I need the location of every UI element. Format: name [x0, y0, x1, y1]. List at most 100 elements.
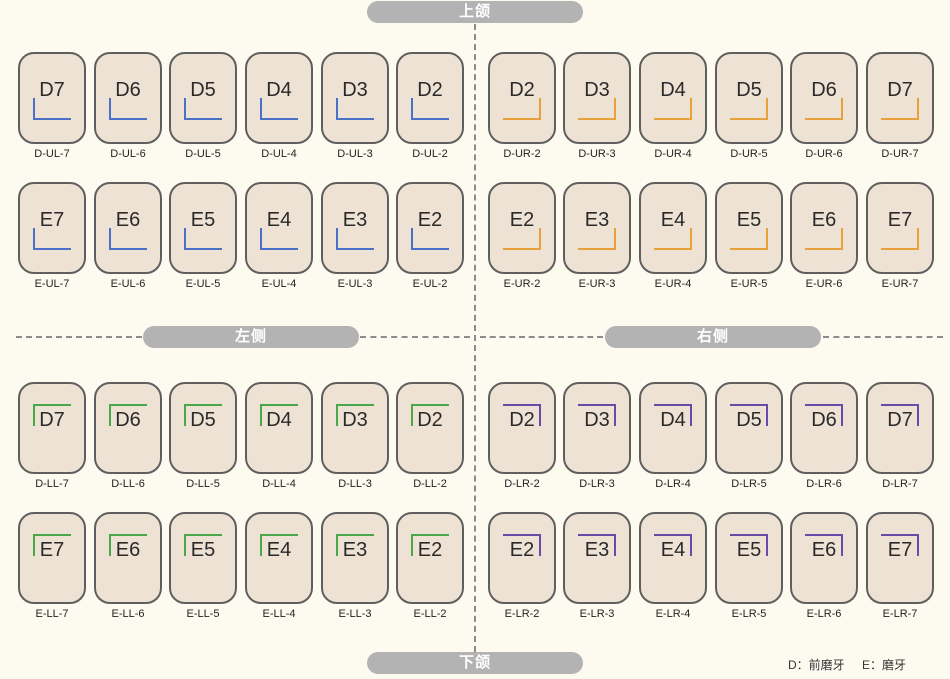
tooth-label: E4: [266, 539, 292, 561]
bracket-mark: [109, 404, 147, 426]
tooth-d-ur-6[interactable]: D6: [790, 52, 858, 144]
tooth-caption: E-UL-7: [34, 278, 70, 290]
tooth-caption: D-LL-3: [338, 478, 372, 490]
tooth-caption: D-LL-2: [413, 478, 447, 490]
tooth-e-ul-2[interactable]: E2: [396, 182, 464, 274]
tooth-label: E3: [584, 539, 610, 561]
vertical-divider: [474, 24, 476, 652]
tooth-e-ul-6[interactable]: E6: [94, 182, 162, 274]
tooth-e-ul-7[interactable]: E7: [18, 182, 86, 274]
tooth-d-lr-7[interactable]: D7: [866, 382, 934, 474]
tooth-d-ll-7[interactable]: D7: [18, 382, 86, 474]
tooth-e-ul-4[interactable]: E4: [245, 182, 313, 274]
tooth-caption: D-LR-5: [731, 478, 767, 490]
tooth-e-ll-7[interactable]: E7: [18, 512, 86, 604]
tooth-d-ul-7[interactable]: D7: [18, 52, 86, 144]
tooth-e-lr-4[interactable]: E4: [639, 512, 707, 604]
tooth-e-ur-4[interactable]: E4: [639, 182, 707, 274]
tooth-caption: D-UR-6: [805, 148, 843, 160]
bracket-mark: [260, 534, 298, 556]
tooth-caption: D-LR-6: [806, 478, 842, 490]
horizontal-divider-right-b: [823, 336, 943, 338]
tooth-caption: D-UL-3: [337, 148, 373, 160]
tooth-e-ur-3[interactable]: E3: [563, 182, 631, 274]
tooth-label: D5: [190, 79, 216, 101]
tooth-d-lr-3[interactable]: D3: [563, 382, 631, 474]
tooth-d-lr-4[interactable]: D4: [639, 382, 707, 474]
tooth-caption: E-UR-7: [881, 278, 919, 290]
tooth-e-lr-3[interactable]: E3: [563, 512, 631, 604]
tooth-d-ll-3[interactable]: D3: [321, 382, 389, 474]
tooth-caption: E-LR-2: [504, 608, 540, 620]
tooth-caption: E-UR-6: [805, 278, 843, 290]
tooth-d-ul-6[interactable]: D6: [94, 52, 162, 144]
tooth-label: E3: [342, 209, 368, 231]
bracket-mark: [184, 98, 222, 120]
tooth-label: D6: [115, 79, 141, 101]
bracket-mark: [33, 404, 71, 426]
horizontal-divider-left-a: [16, 336, 142, 338]
tooth-label: D2: [509, 409, 535, 431]
tooth-e-ll-5[interactable]: E5: [169, 512, 237, 604]
tooth-caption: E-UL-4: [261, 278, 297, 290]
tooth-caption: D-LL-7: [35, 478, 69, 490]
tooth-e-ur-6[interactable]: E6: [790, 182, 858, 274]
tooth-caption: E-UL-2: [412, 278, 448, 290]
tooth-e-ll-6[interactable]: E6: [94, 512, 162, 604]
tooth-caption: E-LL-7: [35, 608, 69, 620]
tooth-label: E7: [39, 209, 65, 231]
tooth-d-ur-7[interactable]: D7: [866, 52, 934, 144]
bracket-mark: [654, 228, 692, 250]
bracket-mark: [33, 98, 71, 120]
tooth-d-ll-4[interactable]: D4: [245, 382, 313, 474]
tooth-d-ll-2[interactable]: D2: [396, 382, 464, 474]
tooth-d-ul-4[interactable]: D4: [245, 52, 313, 144]
tooth-e-ur-7[interactable]: E7: [866, 182, 934, 274]
tooth-label: D7: [887, 409, 913, 431]
tooth-d-ul-2[interactable]: D2: [396, 52, 464, 144]
tooth-caption: E-LR-4: [655, 608, 691, 620]
tooth-e-lr-6[interactable]: E6: [790, 512, 858, 604]
tooth-label: D2: [509, 79, 535, 101]
bracket-mark: [881, 404, 919, 426]
tooth-label: E2: [509, 209, 535, 231]
tooth-label: E5: [190, 209, 216, 231]
tooth-label: E5: [736, 209, 762, 231]
tooth-label: D3: [342, 409, 368, 431]
tooth-caption: E-UR-5: [730, 278, 768, 290]
tooth-d-ur-3[interactable]: D3: [563, 52, 631, 144]
tooth-d-ul-5[interactable]: D5: [169, 52, 237, 144]
tooth-label: E4: [266, 209, 292, 231]
tooth-d-lr-5[interactable]: D5: [715, 382, 783, 474]
tooth-e-lr-7[interactable]: E7: [866, 512, 934, 604]
tooth-label: D4: [266, 409, 292, 431]
tooth-e-ur-2[interactable]: E2: [488, 182, 556, 274]
bracket-mark: [336, 228, 374, 250]
tooth-e-lr-2[interactable]: E2: [488, 512, 556, 604]
tooth-e-lr-5[interactable]: E5: [715, 512, 783, 604]
bracket-mark: [730, 228, 768, 250]
tooth-d-lr-2[interactable]: D2: [488, 382, 556, 474]
tooth-label: E2: [509, 539, 535, 561]
tooth-e-ll-3[interactable]: E3: [321, 512, 389, 604]
bracket-mark: [805, 228, 843, 250]
tooth-d-ur-5[interactable]: D5: [715, 52, 783, 144]
tooth-e-ul-3[interactable]: E3: [321, 182, 389, 274]
tooth-d-lr-6[interactable]: D6: [790, 382, 858, 474]
tooth-d-ll-6[interactable]: D6: [94, 382, 162, 474]
tooth-e-ul-5[interactable]: E5: [169, 182, 237, 274]
tooth-d-ul-3[interactable]: D3: [321, 52, 389, 144]
tooth-e-ur-5[interactable]: E5: [715, 182, 783, 274]
bracket-mark: [503, 228, 541, 250]
bracket-mark: [260, 404, 298, 426]
tooth-d-ll-5[interactable]: D5: [169, 382, 237, 474]
tooth-label: E4: [660, 209, 686, 231]
tooth-e-ll-2[interactable]: E2: [396, 512, 464, 604]
tooth-d-ur-2[interactable]: D2: [488, 52, 556, 144]
bracket-mark: [578, 534, 616, 556]
tooth-e-ll-4[interactable]: E4: [245, 512, 313, 604]
bracket-mark: [730, 98, 768, 120]
tooth-caption: D-UR-2: [503, 148, 541, 160]
tooth-label: D6: [115, 409, 141, 431]
tooth-d-ur-4[interactable]: D4: [639, 52, 707, 144]
